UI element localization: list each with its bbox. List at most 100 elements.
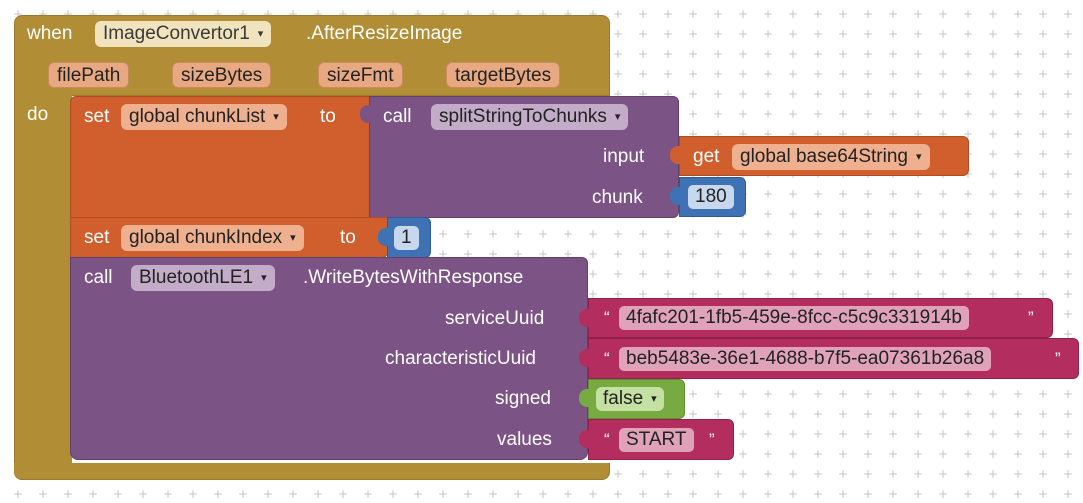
call-label: call [84,267,113,288]
text-block-characteristic[interactable]: “ beb5483e-36e1-4688-b7f5-ea07361b26a8 ” [588,338,1079,379]
grid-cross: + [412,7,424,21]
grid-cross: + [612,47,624,61]
procedure-dropdown[interactable]: splitStringToChunks▾ [431,104,629,130]
param-sizefmt[interactable]: sizeFmt [318,62,403,88]
grid-cross: + [1037,227,1049,241]
variable-dropdown-base64[interactable]: global base64String▾ [732,144,930,170]
grid-cross: + [1037,167,1049,181]
variable-dropdown-chunklist[interactable]: global chunkList▾ [121,104,287,130]
grid-cross: + [962,87,974,101]
grid-cross: + [962,267,974,281]
grid-cross: + [1062,7,1074,21]
grid-cross: + [837,207,849,221]
call-split-block[interactable]: call splitStringToChunks▾ input chunk [369,96,679,218]
grid-cross: + [862,207,874,221]
number-value-chunk[interactable]: 180 [688,185,734,209]
grid-cross: + [312,7,324,21]
grid-cross: + [787,107,799,121]
grid-cross: + [437,227,449,241]
component-dropdown-ble[interactable]: BluetoothLE1▾ [131,265,275,291]
number-block-index[interactable]: 1 [387,217,431,258]
grid-cross: + [812,187,824,201]
service-uuid-value[interactable]: 4fafc201-1fb5-459e-8fcc-c5c9c331914b [619,306,969,330]
grid-cross: + [1062,27,1074,41]
grid-cross: + [512,487,524,501]
grid-cross: + [262,7,274,21]
grid-cross: + [962,127,974,141]
grid-cross: + [962,227,974,241]
component-dropdown[interactable]: ImageConvertor1▾ [95,21,272,47]
grid-cross: + [637,87,649,101]
grid-cross: + [762,187,774,201]
grid-cross: + [912,227,924,241]
logic-block-signed[interactable]: false▾ [588,379,685,419]
grid-cross: + [1012,167,1024,181]
grid-cross: + [1037,427,1049,441]
boolean-dropdown[interactable]: false▾ [596,387,664,411]
grid-cross: + [637,27,649,41]
grid-cross: + [962,67,974,81]
grid-cross: + [687,267,699,281]
characteristic-uuid-value[interactable]: beb5483e-36e1-4688-b7f5-ea07361b26a8 [619,347,992,371]
grid-cross: + [687,107,699,121]
call-write-block[interactable]: call BluetoothLE1▾ .WriteBytesWithRespon… [70,257,588,460]
grid-cross: + [1012,467,1024,481]
param-filepath[interactable]: filePath [48,62,130,88]
text-block-service[interactable]: “ 4fafc201-1fb5-459e-8fcc-c5c9c331914b ” [588,298,1053,338]
values-value[interactable]: START [619,428,694,452]
set-chunkindex-block[interactable]: set global chunkIndex▾ to [70,217,388,258]
grid-cross: + [812,87,824,101]
grid-cross: + [862,427,874,441]
grid-cross: + [937,247,949,261]
grid-cross: + [512,7,524,21]
param-sizebytes[interactable]: sizeBytes [172,62,272,88]
grid-cross: + [487,7,499,21]
grid-cross: + [737,67,749,81]
text-block-values[interactable]: “ START ” [588,419,734,460]
number-block-chunk[interactable]: 180 [679,177,746,217]
grid-cross: + [1062,467,1074,481]
grid-cross: + [587,267,599,281]
grid-cross: + [662,67,674,81]
socket-tab [579,389,589,407]
socket-tab [670,146,680,164]
get-label: get [693,146,720,167]
grid-cross: + [912,487,924,501]
variable-dropdown-chunkindex[interactable]: global chunkIndex▾ [121,225,304,251]
grid-cross: + [837,247,849,261]
grid-cross: + [1062,147,1074,161]
event-block[interactable]: when ImageConvertor1▾ .AfterResizeImage … [14,15,610,480]
grid-cross: + [737,107,749,121]
grid-cross: + [837,227,849,241]
param-targetbytes-label: targetBytes [455,65,552,86]
grid-cross: + [1037,207,1049,221]
grid-cross: + [1012,407,1024,421]
grid-cross: + [712,247,724,261]
grid-cross: + [562,227,574,241]
get-base64-block[interactable]: get global base64String▾ [679,136,969,176]
grid-cross: + [312,487,324,501]
grid-cross: + [462,227,474,241]
signed-value: false [603,388,644,409]
quote-open: “ [604,308,610,327]
socket-tab [579,349,589,367]
grid-cross: + [787,67,799,81]
grid-cross: + [612,7,624,21]
grid-cross: + [762,27,774,41]
set-chunklist-block[interactable]: set global chunkList▾ to [70,96,370,218]
grid-cross: + [787,287,799,301]
socket-tab [579,430,589,448]
socket-tab [378,228,388,246]
grid-cross: + [937,47,949,61]
grid-cross: + [637,47,649,61]
grid-cross: + [412,487,424,501]
grid-cross: + [887,107,899,121]
grid-cross: + [862,227,874,241]
number-value-index[interactable]: 1 [394,226,419,250]
grid-cross: + [912,87,924,101]
grid-cross: + [1012,127,1024,141]
grid-cross: + [737,227,749,241]
grid-cross: + [162,7,174,21]
grid-cross: + [487,487,499,501]
param-targetbytes[interactable]: targetBytes [446,62,561,88]
